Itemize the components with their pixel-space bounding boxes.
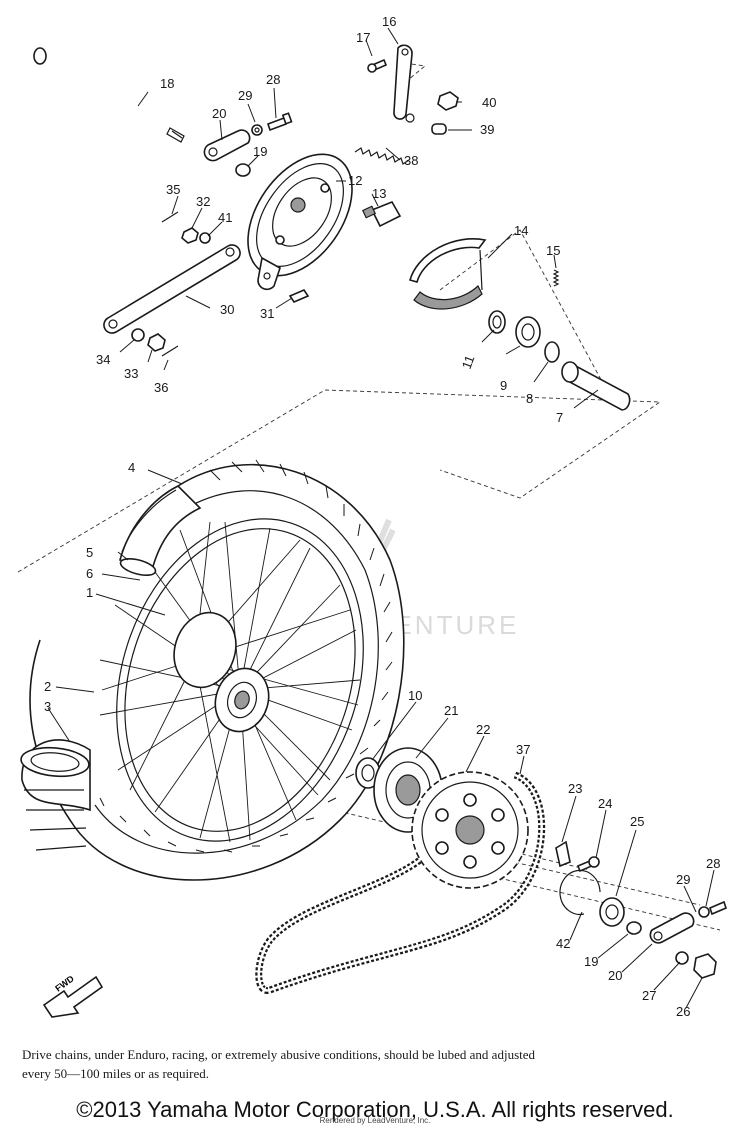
shoe-spring — [552, 269, 560, 287]
callout-24: 24 — [598, 796, 612, 811]
lever-collar — [431, 123, 447, 135]
callout-39: 39 — [480, 122, 494, 137]
thrust-washer — [544, 341, 560, 363]
callout-22: 22 — [476, 722, 490, 737]
callout-10: 10 — [408, 688, 422, 703]
rear-sprocket — [411, 771, 529, 889]
callout-27: 27 — [642, 988, 656, 1003]
note-line-1: Drive chains, under Enduro, racing, or e… — [22, 1047, 536, 1062]
leader-lines — [47, 27, 715, 1009]
circlip — [559, 869, 601, 916]
drive-chain — [255, 771, 546, 994]
rendered-by-credit: Rendered by LeadVenture, Inc. — [319, 1116, 431, 1125]
callout-9: 9 — [500, 378, 507, 393]
torque-arm — [103, 244, 241, 334]
exploded-parts-diagram: ADVENTURE — [17, 14, 727, 1019]
adjuster-bolt-upper — [251, 112, 293, 136]
copyright-notice: ©2013 Yamaha Motor Corporation, U.S.A. A… — [76, 1097, 674, 1122]
callout-17: 17 — [356, 30, 370, 45]
callout-42: 42 — [556, 936, 570, 951]
callout-29-lower: 29 — [676, 872, 690, 887]
lock-bolt — [576, 856, 600, 873]
callout-29: 29 — [238, 88, 252, 103]
callout-21: 21 — [444, 703, 458, 718]
callout-35: 35 — [166, 182, 180, 197]
axle-spacer — [561, 361, 631, 411]
chain-adjuster-lower — [649, 912, 695, 944]
callout-16: 16 — [382, 14, 396, 29]
callout-19-lower: 19 — [584, 954, 598, 969]
callout-23: 23 — [568, 781, 582, 796]
forward-direction-arrow: FWD — [42, 973, 104, 1018]
callout-40: 40 — [482, 95, 496, 110]
brake-cam — [361, 200, 402, 228]
axle-nut — [693, 953, 717, 979]
adjuster-bolt-lower — [698, 900, 727, 918]
callout-8: 8 — [526, 391, 533, 406]
callout-26: 26 — [676, 1004, 690, 1019]
callout-13: 13 — [372, 186, 386, 201]
callout-28: 28 — [266, 72, 280, 87]
cam-lever — [393, 44, 415, 123]
callout-12: 12 — [348, 173, 362, 188]
torque-arm-bolt — [288, 289, 310, 303]
lever-bolt — [367, 58, 388, 73]
fwd-label: FWD — [53, 973, 76, 993]
rear-axle — [33, 47, 185, 143]
callout-4: 4 — [128, 460, 135, 475]
sprocket-bearing — [599, 897, 625, 927]
callout-14: 14 — [514, 223, 528, 238]
callout-32: 32 — [196, 194, 210, 209]
callout-36: 36 — [154, 380, 168, 395]
torque-arm-nut-lower — [131, 328, 179, 357]
torque-arm-nut-upper — [161, 211, 211, 244]
callout-11: 11 — [459, 353, 478, 371]
callout-1: 1 — [86, 585, 93, 600]
adjuster-washer-lower — [675, 951, 689, 965]
callout-38: 38 — [404, 153, 418, 168]
callout-2: 2 — [44, 679, 51, 694]
adjuster-collar-lower — [626, 921, 642, 935]
callout-19: 19 — [253, 144, 267, 159]
hub-bearing — [515, 316, 541, 348]
callout-6: 6 — [86, 566, 93, 581]
callout-5: 5 — [86, 545, 93, 560]
callout-25: 25 — [630, 814, 644, 829]
callout-37: 37 — [516, 742, 530, 757]
callout-15: 15 — [546, 243, 560, 258]
callout-33: 33 — [124, 366, 138, 381]
lubrication-note: Drive chains, under Enduro, racing, or e… — [22, 1045, 722, 1083]
callout-34: 34 — [96, 352, 110, 367]
tire-tread — [99, 459, 393, 853]
callout-3: 3 — [44, 699, 51, 714]
hub-seal — [488, 310, 506, 334]
callout-20-lower: 20 — [608, 968, 622, 983]
callout-7: 7 — [556, 410, 563, 425]
callout-20: 20 — [212, 106, 226, 121]
callout-labels: 18 20 29 28 19 35 32 41 12 13 16 17 40 3… — [44, 14, 720, 1019]
chain-joint — [555, 840, 571, 868]
brake-shoe — [409, 238, 487, 310]
callout-41: 41 — [218, 210, 232, 225]
note-line-2: every 50—100 miles or as required. — [22, 1066, 210, 1081]
callout-18: 18 — [160, 76, 174, 91]
lever-nut — [437, 91, 459, 111]
brake-spring — [354, 147, 410, 165]
callout-31: 31 — [260, 306, 274, 321]
brake-shoe-plate — [247, 153, 353, 291]
rear-wheel-assembly — [20, 459, 405, 881]
callout-28-lower: 28 — [706, 856, 720, 871]
callout-30: 30 — [220, 302, 234, 317]
chain-adjuster-upper — [203, 129, 251, 177]
